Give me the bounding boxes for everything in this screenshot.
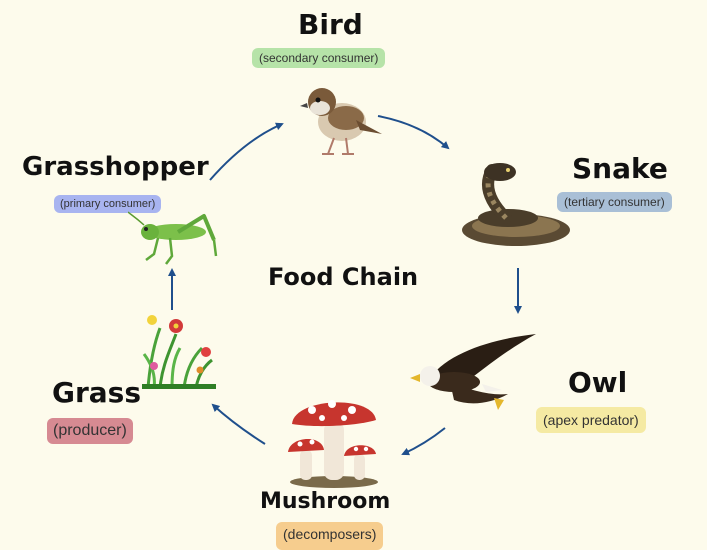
node-role-mushroom: (decomposers) <box>276 522 384 550</box>
arrow-mushroom-to-grass <box>211 403 266 445</box>
grass-flowers-icon <box>142 315 216 389</box>
node-role-snake: (tertiary consumer) <box>557 192 672 212</box>
bird-icon <box>300 88 382 155</box>
grasshopper-icon <box>128 211 218 265</box>
node-role-grass: (producer) <box>47 418 133 444</box>
arrow-grasshopper-to-bird <box>209 122 284 181</box>
node-title-grass: Grass <box>52 376 142 409</box>
node-role-owl: (apex predator) <box>536 407 646 433</box>
node-title-mushroom: Mushroom <box>260 489 391 514</box>
node-role-grasshopper: (primary consumer) <box>54 195 162 213</box>
node-role-bird: (secondary consumer) <box>252 48 386 68</box>
snake-icon <box>462 163 570 246</box>
node-title-bird: Bird <box>298 8 363 41</box>
arrow-bird-to-snake <box>377 115 450 150</box>
eagle-icon <box>410 334 536 410</box>
node-title-snake: Snake <box>572 152 668 185</box>
arrow-owl-to-mushroom <box>401 427 446 456</box>
node-title-owl: Owl <box>568 366 628 399</box>
mushroom-icon <box>288 400 378 488</box>
diagram-title: Food Chain <box>268 263 419 291</box>
node-title-grasshopper: Grasshopper <box>22 152 209 182</box>
